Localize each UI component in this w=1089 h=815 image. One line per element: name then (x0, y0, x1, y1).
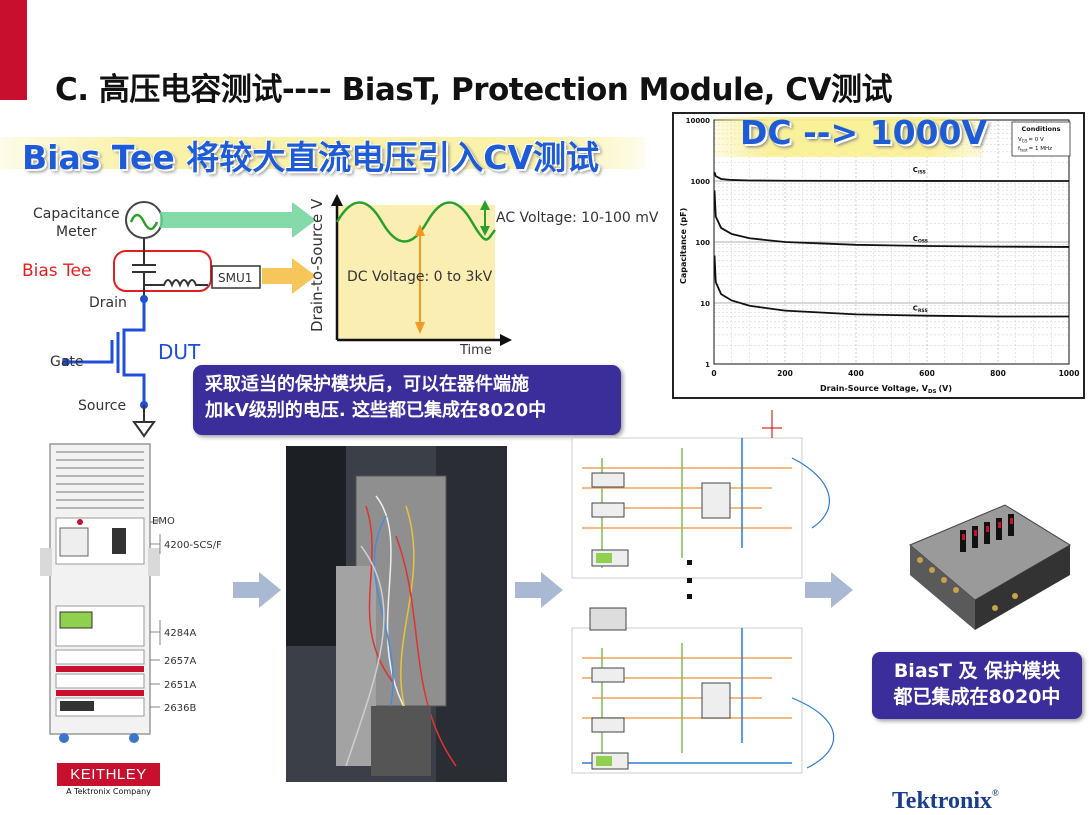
ground-icon (132, 421, 156, 438)
flow-arrow-2 (515, 572, 563, 608)
ac-voltage-label: AC Voltage: 10-100 mV (496, 210, 659, 226)
wiring-diagram-bottom (571, 607, 835, 774)
gate-label: Gate (50, 354, 84, 370)
protection-callout: 采取适当的保护模块后，可以在器件端施 加kV级别的电压. 这些都已集成在8020… (193, 365, 621, 435)
x-tick-label: 800 (990, 369, 1006, 378)
callout-line-2: 加kV级别的电压. 这些都已集成在8020中 (205, 400, 547, 421)
conditions-ftest: ftest= 1 MHz (1018, 146, 1052, 153)
series-line-rss (713, 255, 1069, 318)
callout-line-1: 采取适当的保护模块后，可以在器件端施 (205, 374, 529, 395)
y-tick-label: 10 (700, 300, 710, 308)
chart-y-label: Capacitance (pF) (679, 208, 688, 284)
y-tick-label: 10000 (686, 117, 710, 125)
smu-label: SMU1 (218, 271, 252, 285)
capacitance-meter-label-1: Capacitance (33, 206, 120, 222)
x-tick-label: 400 (848, 369, 864, 378)
keithley-tagline: A Tektronix Company (66, 787, 151, 796)
flow-arrow-3 (805, 572, 853, 608)
y-tick-label: 1000 (691, 178, 711, 186)
biast-callout-line-1: BiasT 及 保护模块 (893, 660, 1061, 682)
dc-highlight (715, 117, 983, 157)
series-label-oss: COSS (913, 235, 928, 245)
rack-label-2636b: 2636B (164, 703, 196, 714)
conditions-title: Conditions (1021, 125, 1060, 133)
source-label: Source (78, 398, 126, 414)
wiring-diagrams (571, 410, 835, 774)
inductor-icon (144, 279, 208, 288)
series-label-iss: CISS (913, 166, 926, 176)
rack-label-2657a: 2657A (164, 656, 196, 667)
dc-voltage-label: DC Voltage: 0 to 3kV (347, 269, 493, 285)
bias-tee-outline (113, 250, 212, 292)
dc-arrow (262, 258, 316, 294)
8020-module-illustration (909, 504, 1071, 630)
registered-mark: ® (992, 788, 999, 798)
rack-label-emo: EMO (152, 516, 175, 527)
biast-callout-line-2: 都已集成在8020中 (893, 686, 1061, 708)
slide-subtitle: Bias Tee 将较大直流电压引入CV测试 (22, 138, 600, 177)
y-tick-label: 100 (695, 239, 710, 247)
ac-wave (335, 201, 496, 243)
conditions-box: Conditions VGS= 0 V ftest= 1 MHz (1011, 121, 1071, 157)
series-line-iss (713, 171, 1069, 182)
wiring-diagram-top (571, 410, 830, 579)
dut-label: DUT (158, 340, 201, 364)
keithley-logo: KEITHLEY (57, 763, 160, 786)
bias-tee-schematic: Capacitance Meter Bias Tee SMU1 Drain Ga… (22, 194, 659, 438)
subtitle-highlight (0, 137, 645, 169)
ellipsis-dots (687, 560, 692, 599)
bias-tee-label: Bias Tee (22, 261, 91, 281)
y-tick-label: 1 (705, 361, 710, 369)
accent-bar (0, 0, 27, 100)
flow-arrow-1 (233, 572, 281, 608)
rack-label-2651a: 2651A (164, 680, 196, 691)
keithley-rack-illustration: EMO 4200-SCS/F 4284A 2657A 2651A 2636B (40, 443, 222, 743)
rack-label-4200: 4200-SCS/F (164, 540, 222, 551)
drain-label: Drain (89, 295, 127, 311)
chart-x-label: Drain-Source Voltage, VDS(V) (820, 384, 952, 395)
tektronix-wordmark: Tektronix (892, 788, 993, 814)
series-line-oss (713, 190, 1070, 248)
chart-series (713, 171, 1070, 318)
dc-range-label: DC --> 1000V (740, 113, 988, 152)
plot-x-label: Time (459, 343, 492, 358)
series-label-rss: CRSS (913, 305, 928, 315)
x-tick-label: 600 (919, 369, 935, 378)
slide-title: C. 高压电容测试---- BiasT, Protection Module, … (55, 72, 893, 108)
conditions-vgs: VGS= 0 V (1018, 137, 1044, 144)
x-tick-label: 1000 (1059, 369, 1080, 378)
rack-label-4284a: 4284A (164, 628, 196, 639)
lab-rack-photo (286, 446, 507, 782)
capacitance-meter-label-2: Meter (56, 224, 97, 240)
biast-callout: BiasT 及 保护模块 都已集成在8020中 (872, 652, 1082, 719)
ac-arrow (160, 202, 316, 238)
tektronix-logo: Tektronix® (892, 788, 999, 815)
plot-y-label: Drain-to-Source V (308, 198, 326, 332)
x-tick-label: 0 (711, 369, 716, 378)
plot-area (337, 205, 495, 340)
x-tick-label: 200 (777, 369, 793, 378)
